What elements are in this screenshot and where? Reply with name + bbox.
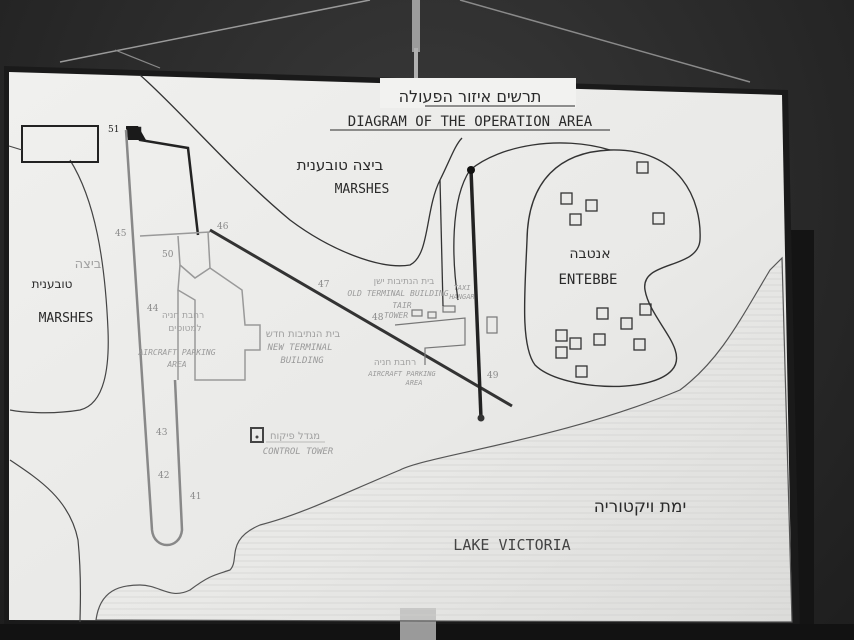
entebbe-buildings bbox=[555, 161, 665, 378]
vertical-runway bbox=[467, 166, 485, 422]
entebbe-town-outline bbox=[523, 149, 701, 388]
marker-50: 50 bbox=[162, 250, 174, 260]
parking-right-hebrew: רחבת חניה bbox=[374, 358, 416, 368]
old-terminal-english: OLD TERMINAL BUILDING bbox=[347, 289, 448, 298]
parking-left-english-1: AIRCRAFT PARKING bbox=[137, 348, 215, 357]
parking-right-english-1: AIRCRAFT PARKING bbox=[367, 370, 436, 378]
marker-47: 47 bbox=[318, 280, 330, 290]
region-labels: ביצה טובענית MARSHES ביצה טובענית MARSHE… bbox=[32, 156, 687, 554]
old-terminal-hebrew: בית הנתיבות ישן bbox=[374, 277, 435, 287]
marshes-top-hebrew: ביצה טובענית bbox=[297, 156, 384, 174]
marker-43: 43 bbox=[156, 428, 168, 438]
distance-markers: 51 46 45 50 44 47 48 49 43 42 41 bbox=[108, 125, 499, 502]
marker-44: 44 bbox=[147, 304, 159, 314]
outlying-building bbox=[21, 125, 99, 163]
title-plate: תרשים איזור הפעולה DIAGRAM OF THE OPERAT… bbox=[330, 78, 610, 131]
marker-51: 51 bbox=[108, 125, 119, 135]
diagonal-runway bbox=[209, 228, 513, 408]
title-english: DIAGRAM OF THE OPERATION AREA bbox=[348, 114, 593, 130]
marshes-left-hebrew-2: טובענית bbox=[32, 277, 73, 291]
entebbe-english: ENTEBBE bbox=[558, 272, 617, 288]
parking-right-english-2: AREA bbox=[405, 379, 423, 387]
marker-45: 45 bbox=[115, 229, 127, 239]
title-hebrew: תרשים איזור הפעולה bbox=[399, 87, 542, 106]
lake-victoria-area bbox=[95, 256, 793, 623]
new-terminal-english-1: NEW TERMINAL bbox=[266, 343, 332, 353]
parking-left-english-2: AREA bbox=[166, 360, 186, 369]
tower-small-2: TOWER bbox=[384, 311, 408, 320]
old-terminal-structures bbox=[394, 179, 498, 365]
left-marsh-outline bbox=[9, 159, 109, 414]
new-terminal-hebrew: בית הנתיבות חדש bbox=[266, 329, 341, 340]
parking-area-outline bbox=[139, 231, 261, 381]
marshes-top-english: MARSHES bbox=[335, 182, 390, 197]
parking-left-hebrew-2: למטוסים bbox=[168, 324, 201, 334]
control-tower-hebrew: מגדל פיקוח bbox=[270, 431, 320, 442]
entebbe-hebrew: אנטבה bbox=[569, 246, 610, 262]
lake-english: LAKE VICTORIA bbox=[453, 536, 570, 554]
parking-left-hebrew-1: רחבת חניה bbox=[162, 311, 204, 321]
marker-49: 49 bbox=[487, 371, 499, 381]
lake-hebrew: ימת ויקטוריה bbox=[594, 497, 687, 517]
new-terminal-english-2: BUILDING bbox=[280, 356, 324, 366]
tower-small-1: TAIR bbox=[392, 301, 411, 310]
marsh-boundary-line bbox=[139, 74, 463, 267]
main-runway-left bbox=[124, 126, 200, 547]
facility-labels: בית הנתיבות חדש NEW TERMINAL BUILDING בי… bbox=[137, 277, 474, 457]
marker-41: 41 bbox=[190, 492, 201, 502]
hanging-strings bbox=[59, 0, 751, 83]
control-tower-english: CONTROL TOWER bbox=[263, 447, 334, 457]
taxi-hangar-1: TAXI bbox=[454, 284, 472, 292]
marker-48: 48 bbox=[372, 313, 384, 323]
taxi-hangar-2: HANGAR bbox=[448, 293, 474, 301]
control-tower bbox=[250, 427, 264, 443]
left-shore-line bbox=[9, 459, 82, 623]
marshes-left-english: MARSHES bbox=[39, 311, 94, 326]
marker-42: 42 bbox=[158, 471, 169, 481]
marshes-left-hebrew-1: ביצה bbox=[75, 257, 102, 272]
marker-46: 46 bbox=[217, 222, 229, 232]
